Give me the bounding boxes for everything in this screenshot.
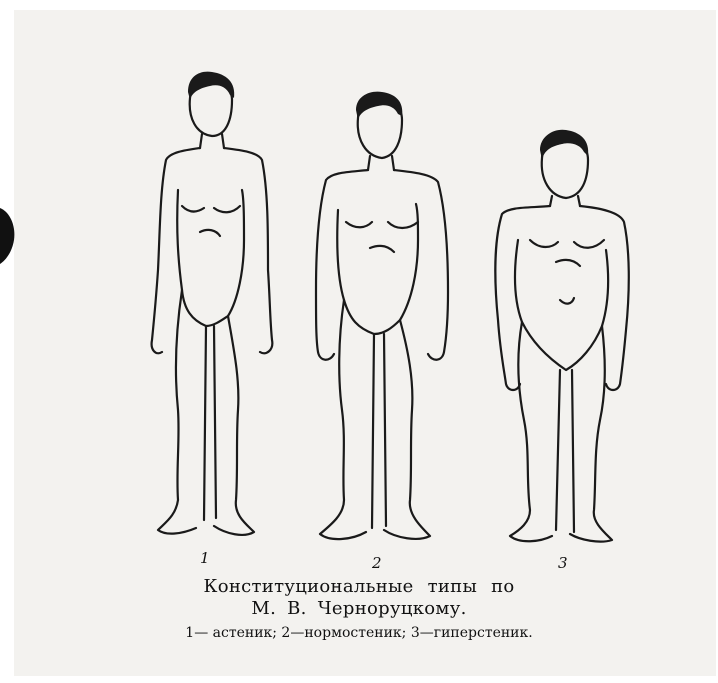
figure-number-2: 2 [371,554,382,572]
figure-normosthenic [316,92,448,539]
figure-number-1: 1 [200,549,210,567]
figure-asthenic [152,72,273,535]
caption-legend: 1— астеник; 2—нормостеник; 3—гиперстеник… [0,625,718,641]
figure-number-3: 3 [558,554,568,572]
figure-hypersthenic [495,130,628,542]
caption-title-line1: Конституциональные типы по [0,576,718,597]
caption-title-line2: М. В. Черноруцкому. [0,598,718,619]
